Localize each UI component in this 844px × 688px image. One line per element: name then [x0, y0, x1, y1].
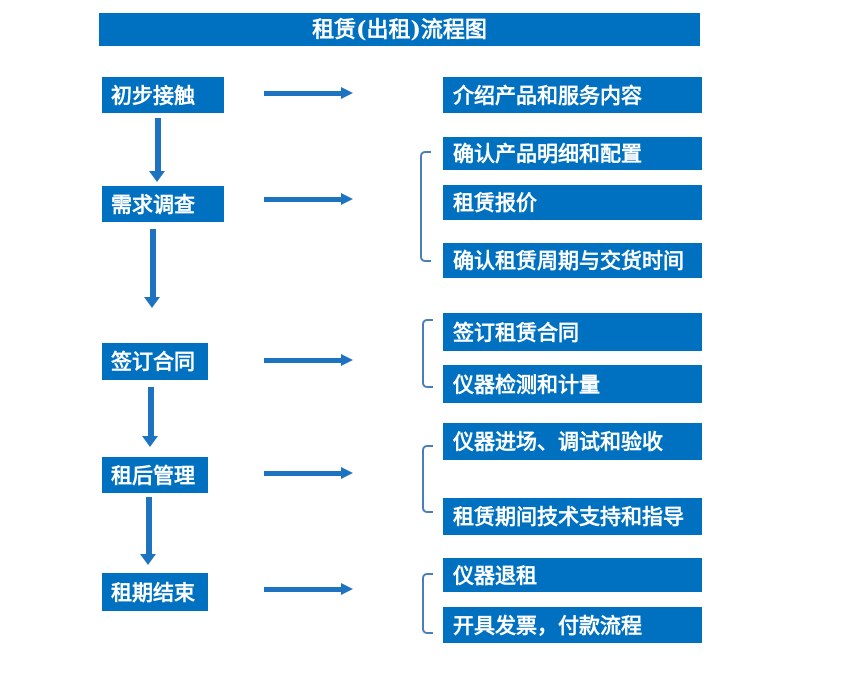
group-bracket	[420, 151, 431, 262]
down-arrow-shaft	[149, 229, 156, 298]
right-arrow-shaft	[264, 358, 342, 363]
down-arrow	[149, 118, 166, 182]
output-box: 开具发票，付款流程	[443, 607, 702, 643]
group-bracket	[422, 319, 433, 388]
right-arrow	[264, 354, 353, 367]
down-arrow	[142, 387, 159, 447]
output-box: 仪器退租	[443, 558, 702, 592]
right-arrow-head	[341, 583, 353, 595]
down-arrow-shaft	[147, 387, 154, 437]
output-box: 签订租赁合同	[443, 313, 702, 351]
right-arrow-shaft	[264, 587, 342, 592]
output-box: 确认租赁周期与交货时间	[443, 243, 702, 278]
right-arrow	[264, 193, 353, 206]
right-arrow-shaft	[264, 197, 342, 202]
step-box-sign-contract: 签订合同	[102, 343, 208, 380]
output-box: 租赁报价	[443, 185, 702, 220]
right-arrow	[264, 583, 353, 596]
down-arrow-head	[149, 171, 165, 182]
right-arrow-head	[341, 354, 353, 366]
right-arrow	[264, 467, 353, 480]
right-arrow-head	[341, 193, 353, 205]
down-arrow	[144, 229, 161, 308]
down-arrow-head	[142, 436, 158, 447]
output-box: 仪器检测和计量	[443, 365, 702, 403]
down-arrow-shaft	[154, 118, 161, 172]
group-bracket	[422, 445, 433, 513]
output-box: 确认产品明细和配置	[443, 137, 702, 170]
right-arrow	[264, 87, 353, 100]
step-box-demand-survey: 需求调查	[102, 186, 224, 222]
flowchart-title: 租赁(出租)流程图	[99, 13, 700, 46]
output-box: 介绍产品和服务内容	[443, 77, 702, 113]
output-box: 租赁期间技术支持和指导	[443, 498, 702, 535]
right-arrow-shaft	[264, 471, 342, 476]
right-arrow-head	[341, 87, 353, 99]
step-box-initial-contact: 初步接触	[102, 77, 224, 113]
down-arrow-shaft	[145, 497, 152, 555]
group-bracket	[422, 573, 433, 634]
right-arrow-head	[341, 467, 353, 479]
down-arrow-head	[140, 554, 156, 565]
output-box: 仪器进场、调试和验收	[443, 423, 702, 460]
down-arrow-head	[144, 297, 160, 308]
step-box-post-rental-management: 租后管理	[102, 457, 208, 493]
step-box-lease-end: 租期结束	[102, 573, 208, 611]
down-arrow	[140, 497, 157, 565]
right-arrow-shaft	[264, 91, 342, 96]
